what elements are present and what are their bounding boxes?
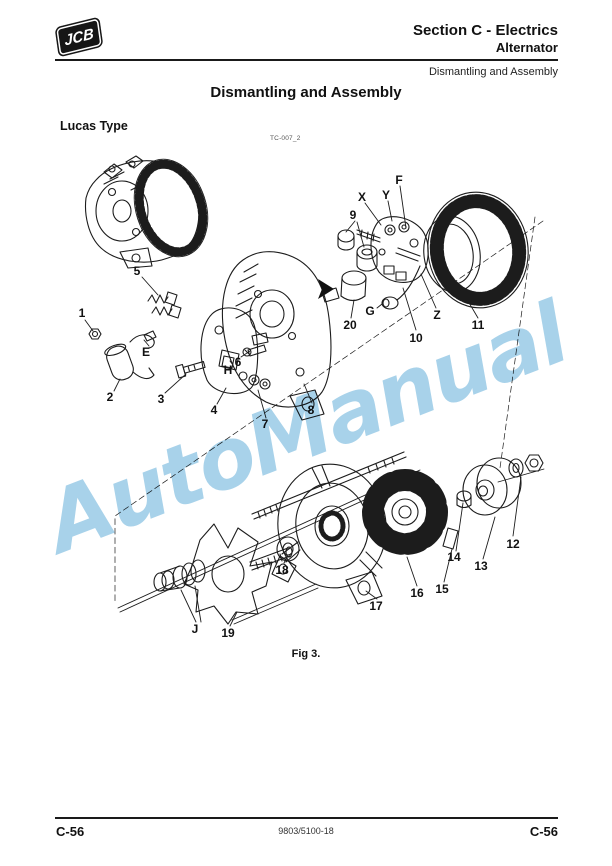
cap-20-drawing [340, 270, 367, 302]
part-label-4: 4 [210, 403, 218, 417]
footer-doc-number: 9803/5100-18 [278, 826, 334, 836]
pointer-arrow-icon [318, 279, 334, 299]
axis-construction-line [114, 216, 544, 603]
part-label-E: E [141, 345, 151, 359]
part-label-3: 3 [157, 392, 165, 406]
part-label-14: 14 [447, 550, 461, 564]
part-label-16: 16 [410, 586, 424, 600]
ring-18-drawing [276, 536, 300, 562]
part-label-G: G [365, 304, 375, 318]
part-label-19: 19 [221, 626, 235, 640]
assembled-alternator-drawing [84, 155, 209, 269]
lead-E-drawing [129, 330, 157, 349]
part-label-15: 15 [435, 582, 449, 596]
part-label-9: 9 [349, 208, 357, 222]
part-label-20: 20 [343, 318, 357, 332]
footer-rule [55, 817, 558, 819]
part-label-5: 5 [133, 264, 141, 278]
part-label-H: H [223, 363, 233, 377]
leader-lines [84, 185, 522, 627]
footer-page-number-right: C-56 [529, 824, 558, 839]
key-15-drawing [442, 527, 459, 550]
part-label-2: 2 [106, 390, 114, 404]
nut-1-drawing [88, 328, 102, 340]
fan-16-drawing [362, 469, 448, 555]
capacitor-2-drawing [104, 343, 155, 381]
header-breadcrumb: Dismantling and Assembly [428, 66, 558, 78]
part-label-12: 12 [506, 537, 520, 551]
regulator-plate-4-drawing [200, 307, 269, 395]
part-label-7: 7 [261, 417, 269, 431]
figure-caption: Fig 3. [291, 648, 321, 660]
part-label-17: 17 [369, 599, 383, 613]
brush-springs-5-drawing [147, 291, 182, 319]
part-label-13: 13 [474, 559, 488, 573]
part-label-J: J [191, 622, 199, 636]
header-rule [55, 59, 558, 61]
rectifier-10-drawing [370, 216, 429, 283]
part-label-Y: Y [381, 188, 391, 202]
part-label-10: 10 [409, 331, 423, 345]
footer-page-number-left: C-56 [56, 824, 85, 839]
section-title: Section C - Electrics [412, 22, 558, 39]
part-label-1: 1 [78, 306, 86, 320]
part-label-F: F [395, 173, 403, 187]
washer-nut-12-drawing [497, 454, 545, 483]
washers-7-drawing [248, 374, 271, 390]
part-label-Z: Z [433, 308, 441, 322]
drawing-code: TC-007_2 [270, 135, 301, 142]
variant-heading: Lucas Type [60, 119, 128, 133]
tab-H-drawing [221, 355, 235, 369]
part-label-6: 6 [234, 355, 242, 369]
rotor-19-drawing [153, 523, 293, 625]
stator-11-drawing [423, 191, 529, 309]
caps-9-drawing [337, 229, 381, 272]
spacer-14-drawing [456, 490, 472, 509]
subsection-title: Alternator [495, 40, 558, 55]
part-label-18: 18 [275, 563, 289, 577]
slip-ring-bracket-8-drawing [221, 251, 340, 421]
bolt-3-drawing [175, 361, 206, 379]
part-label-11: 11 [471, 318, 485, 332]
connector-G-drawing [381, 265, 421, 310]
pulley-13-drawing [462, 457, 522, 516]
part-label-8: 8 [307, 403, 315, 417]
page-title: Dismantling and Assembly [210, 84, 402, 101]
screw-6-drawing [242, 344, 267, 357]
part-label-X: X [357, 190, 367, 204]
